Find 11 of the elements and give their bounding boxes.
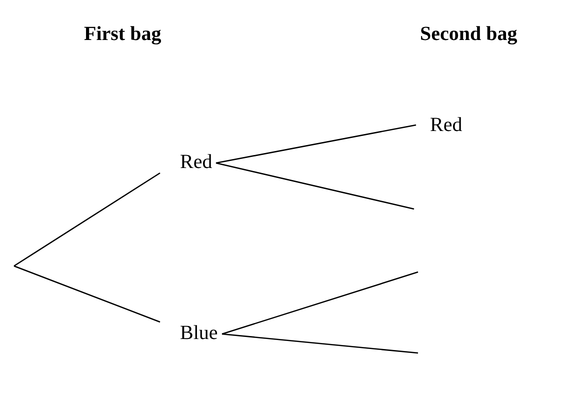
branch-label: Blue — [180, 321, 218, 345]
branch-label: Red — [430, 113, 462, 137]
tree-branch — [222, 333, 418, 354]
tree-branch — [216, 162, 414, 210]
column-heading: First bag — [84, 22, 162, 46]
column-heading: Second bag — [420, 22, 518, 46]
tree-branch — [222, 271, 418, 335]
branch-label: Red — [180, 150, 212, 174]
tree-branch — [14, 172, 160, 267]
tree-branch — [14, 265, 160, 323]
tree-branch — [216, 124, 416, 164]
